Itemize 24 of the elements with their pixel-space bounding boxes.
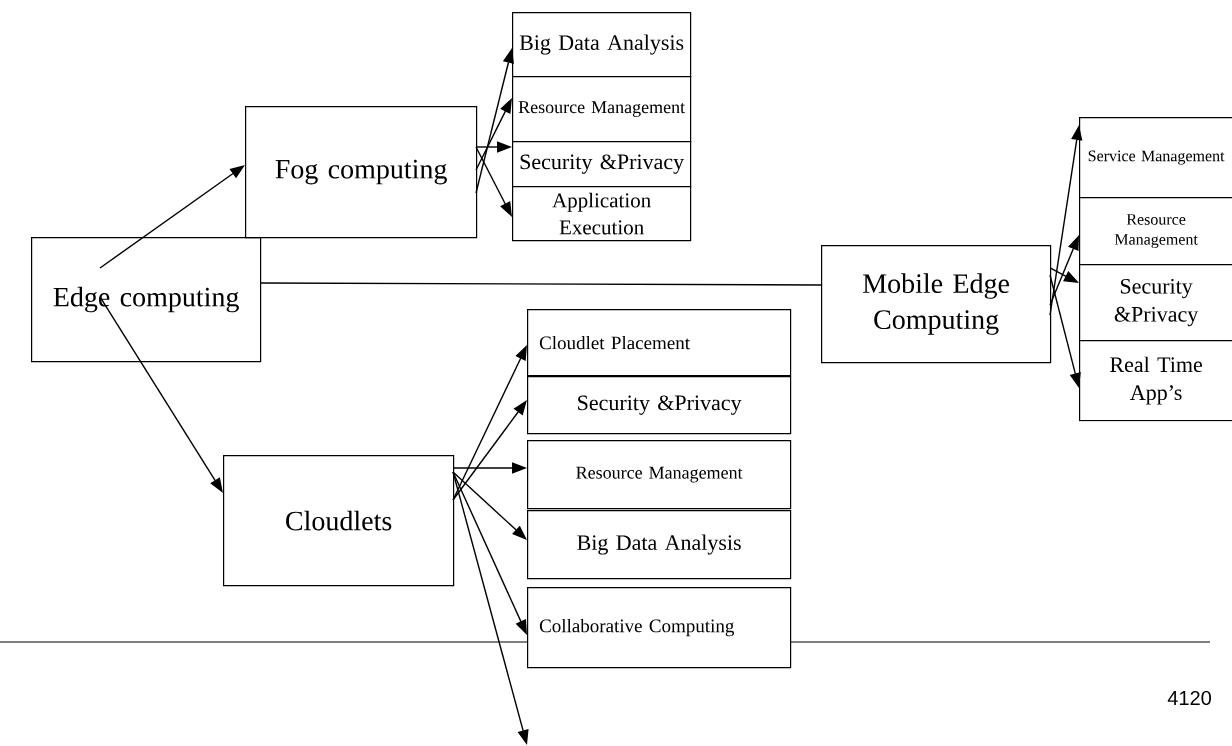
page-number: 4120 [1167,690,1211,706]
topic-box: Cloudlet Placement [527,309,792,377]
topic-box: Edge computing [31,237,262,363]
arrow [452,471,527,540]
arrow [99,165,245,269]
topic-box: Security &Privacy [512,141,692,188]
topic-box: Resource Management [1079,197,1232,266]
topic-box: Real Time App’s [1079,340,1232,422]
connector-line [259,282,822,286]
topic-box: Resource Management [527,440,792,510]
topic-box: Security &Privacy [527,376,792,435]
topic-box: Security &Privacy [1079,264,1232,342]
topic-box: Resource Management [512,76,692,143]
topic-box: Mobile Edge Computing [821,245,1052,364]
topic-box: Big Data Analysis [527,510,792,580]
node-label: Resource Management [1114,214,1198,249]
arrow [452,400,527,501]
topic-box: Fog computing [245,106,478,239]
topic-box: Application Execution [512,186,692,242]
topic-box: Cloudlets [223,455,455,587]
topic-box: Big Data Analysis [512,12,692,78]
node-label: Security &Privacy [1114,278,1199,327]
topic-box: Service Management [1079,117,1232,199]
topic-box: Collaborative Computing [527,587,792,669]
